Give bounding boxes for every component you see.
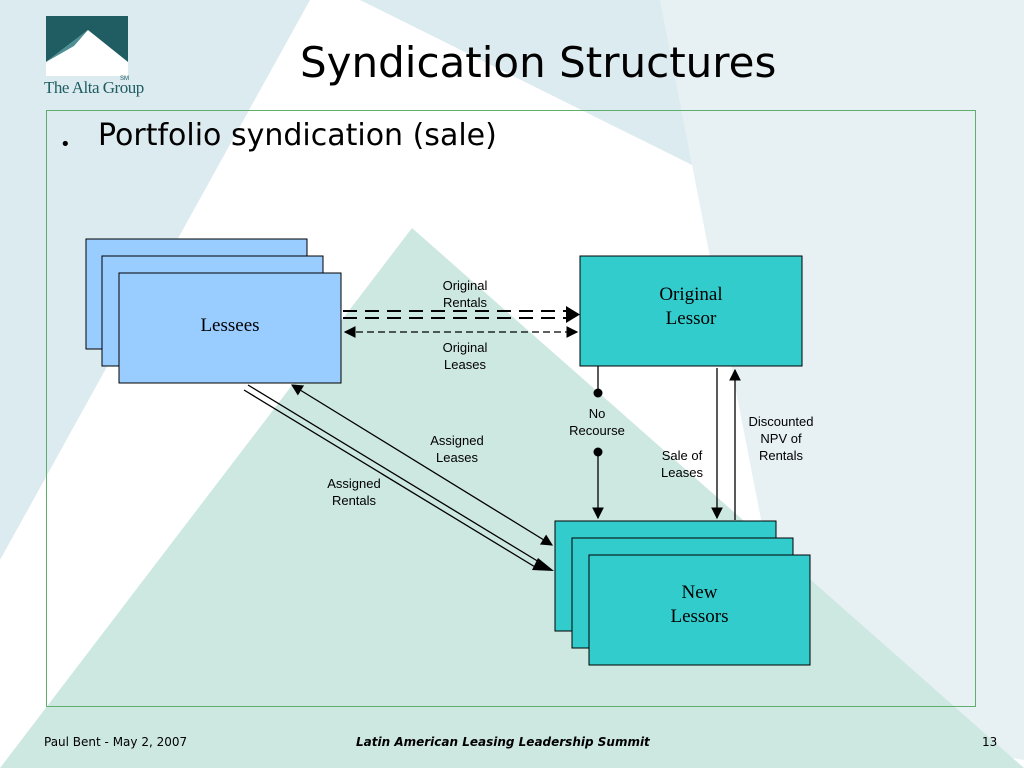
slide-title: Syndication Structures bbox=[300, 38, 777, 87]
lessees-box-front bbox=[118, 272, 342, 384]
assigned-leases-label: Assigned Leases bbox=[430, 433, 484, 465]
assigned-leases-arrow bbox=[291, 384, 553, 546]
original-lessor-label: Original Lessor bbox=[659, 284, 723, 329]
page-number: 13 bbox=[982, 735, 998, 749]
no-recourse-connector bbox=[592, 366, 604, 520]
sale-of-leases-label: Sale of Leases bbox=[661, 448, 703, 480]
new-lessors-box-front bbox=[588, 554, 811, 666]
no-recourse-label: No Recourse bbox=[569, 406, 625, 438]
original-leases-label: Original Leases bbox=[442, 340, 488, 372]
bullet-dot: • bbox=[60, 134, 71, 155]
logo-text: The Alta Group bbox=[44, 78, 144, 97]
footer-presenter-date: Paul Bent - May 2, 2007 bbox=[44, 735, 188, 749]
assigned-rentals-label: Assigned Rentals bbox=[327, 476, 381, 508]
original-lessor-box bbox=[579, 255, 803, 367]
lessees-box-stack bbox=[85, 238, 342, 384]
lessees-label: Lessees bbox=[200, 315, 260, 336]
original-rentals-label: Original Rentals bbox=[442, 278, 488, 310]
discounted-npv-label: Discounted NPV of Rentals bbox=[748, 414, 814, 463]
content-frame bbox=[46, 110, 976, 707]
assigned-rentals-arrow bbox=[243, 384, 554, 571]
logo-service-mark: SM bbox=[120, 76, 129, 82]
footer-event-name: Latin American Leasing Leadership Summit bbox=[356, 735, 650, 749]
alta-group-logo bbox=[46, 16, 128, 76]
new-lessors-label: New Lessors bbox=[670, 582, 729, 627]
new-lessors-box-stack bbox=[554, 520, 811, 666]
bullet-text: Portfolio syndication (sale) bbox=[98, 118, 497, 153]
original-rentals-arrow bbox=[343, 306, 580, 323]
